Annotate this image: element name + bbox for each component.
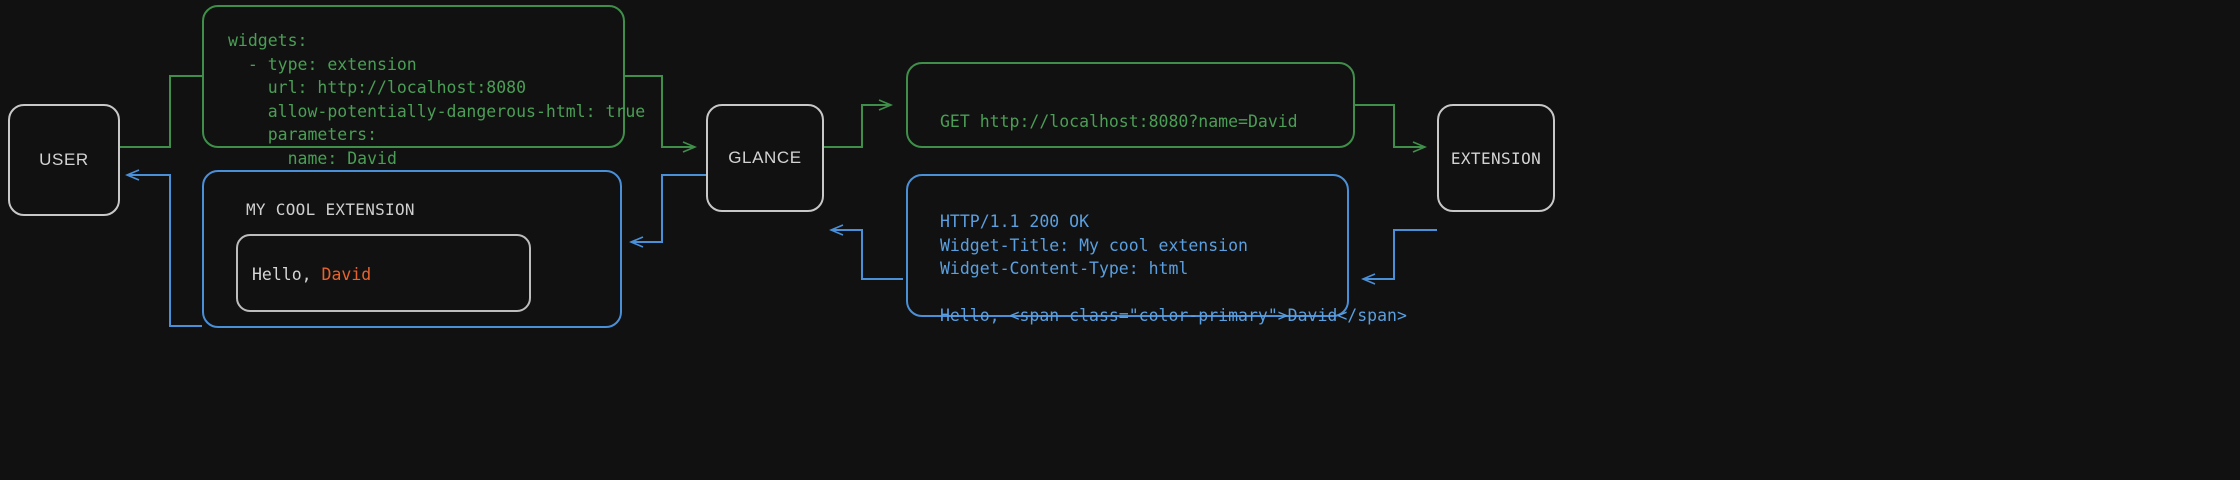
node-user[interactable]: USER	[8, 104, 120, 216]
node-extension-label: EXTENSION	[1450, 148, 1542, 168]
edge-glance-to-widget	[632, 174, 706, 242]
widget-body-prefix: Hello,	[252, 265, 322, 284]
yaml-config-text: widgets: - type: extension url: http://l…	[228, 31, 646, 168]
widget-preview-title: MY COOL EXTENSION	[246, 200, 415, 219]
widget-body-accent-name: David	[321, 265, 372, 284]
node-extension[interactable]: EXTENSION	[1437, 104, 1555, 212]
box-http-response[interactable]: HTTP/1.1 200 OK Widget-Title: My cool ex…	[906, 174, 1407, 325]
widget-preview-body: Hello, David	[252, 265, 371, 284]
box-rendered-widget-preview[interactable]: MY COOL EXTENSION Hello, David	[202, 170, 622, 328]
widget-preview-content-frame: Hello, David	[236, 234, 531, 312]
edge-request-to-extension	[1355, 104, 1424, 147]
node-user-label: USER	[39, 150, 89, 169]
http-request-text: GET http://localhost:8080?name=David	[940, 112, 1298, 131]
node-glance[interactable]: GLANCE	[706, 104, 824, 212]
box-glance-yaml-config[interactable]: widgets: - type: extension url: http://l…	[202, 5, 645, 168]
box-http-get-request[interactable]: GET http://localhost:8080?name=David	[906, 62, 1355, 148]
http-response-text: HTTP/1.1 200 OK Widget-Title: My cool ex…	[940, 212, 1407, 325]
edge-widget-to-user	[128, 175, 202, 327]
edge-response-to-glance	[832, 230, 903, 280]
node-glance-label: GLANCE	[728, 148, 802, 167]
edge-glance-to-request	[824, 105, 890, 148]
